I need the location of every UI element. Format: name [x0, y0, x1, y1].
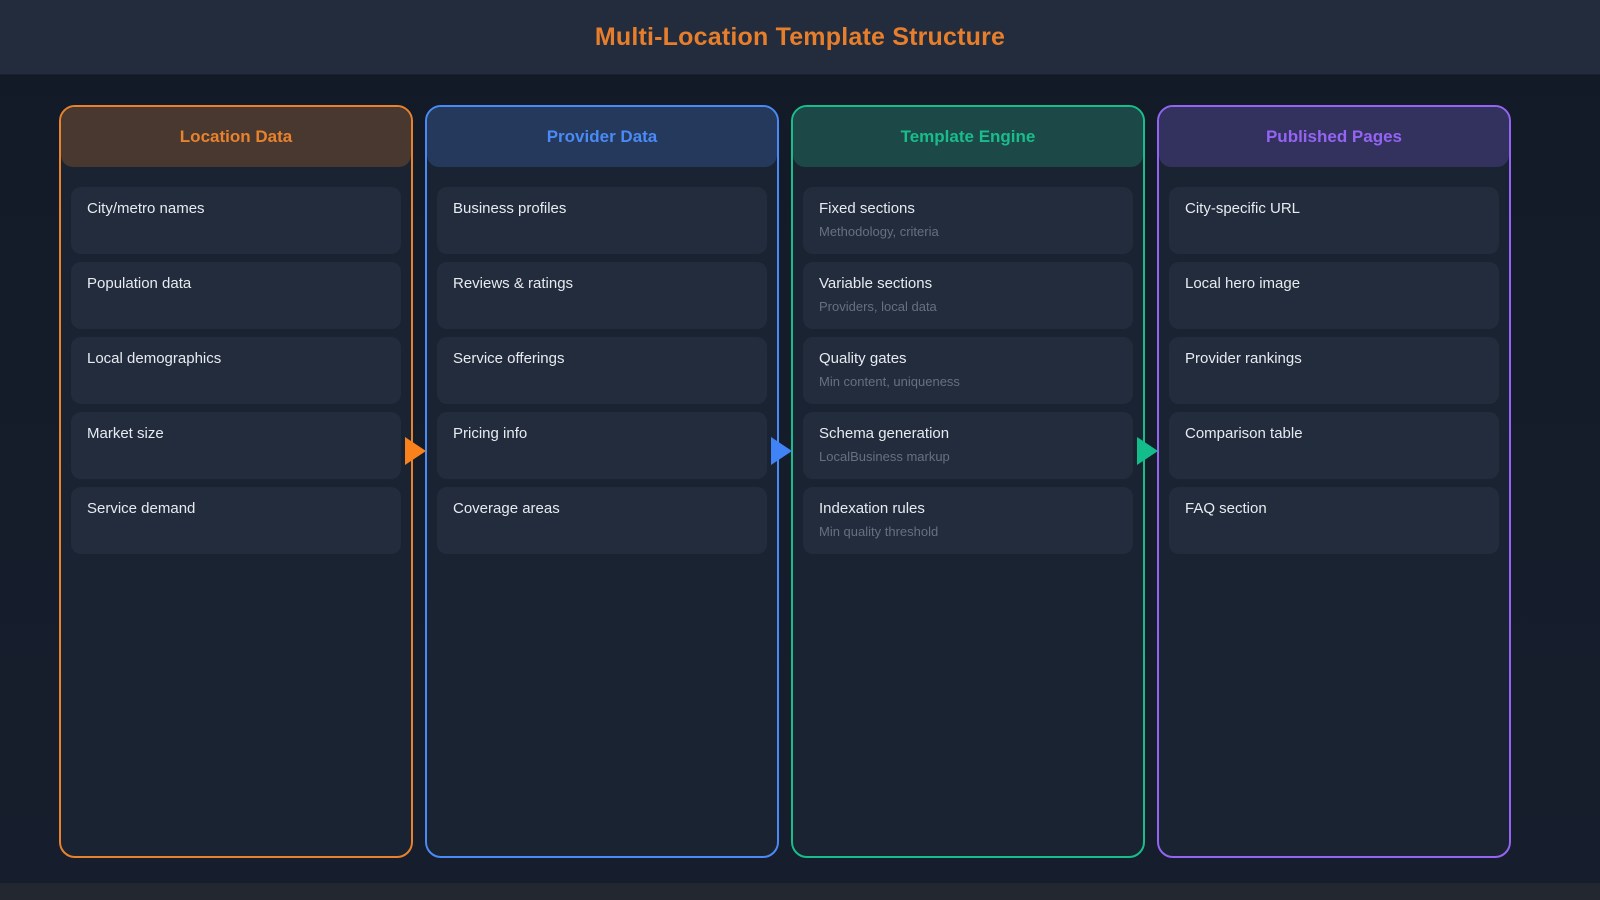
item-card: Schema generation LocalBusiness markup	[803, 412, 1133, 479]
item-label: City/metro names	[87, 200, 205, 217]
item-label: Schema generation	[819, 425, 950, 442]
column-header-provider-data: Provider Data	[427, 107, 777, 167]
column-items-provider-data: Business profiles Reviews & ratings Serv…	[427, 167, 777, 554]
item-card: Reviews & ratings	[437, 262, 767, 329]
item-card: City/metro names	[71, 187, 401, 254]
item-label: Service offerings	[453, 350, 565, 367]
column-header-published-pages: Published Pages	[1159, 107, 1509, 167]
column-template-engine: Template Engine Fixed sections Methodolo…	[791, 105, 1145, 858]
column-items-location-data: City/metro names Population data Local d…	[61, 167, 411, 554]
item-card: Quality gates Min content, uniqueness	[803, 337, 1133, 404]
column-published-pages: Published Pages City-specific URL Local …	[1157, 105, 1511, 858]
item-label: Comparison table	[1185, 425, 1303, 442]
item-card: FAQ section	[1169, 487, 1499, 554]
item-card: Service demand	[71, 487, 401, 554]
arrow-right-icon	[771, 437, 792, 465]
item-card: Market size	[71, 412, 401, 479]
item-card: Coverage areas	[437, 487, 767, 554]
arrow-right-icon	[1137, 437, 1158, 465]
item-card: Business profiles	[437, 187, 767, 254]
item-card: Fixed sections Methodology, criteria	[803, 187, 1133, 254]
column-items-published-pages: City-specific URL Local hero image Provi…	[1159, 167, 1509, 554]
column-header-template-engine: Template Engine	[793, 107, 1143, 167]
item-label: FAQ section	[1185, 500, 1267, 517]
diagram-canvas: Location Data City/metro names Populatio…	[0, 75, 1600, 882]
item-sublabel: Methodology, criteria	[819, 224, 939, 239]
arrow-right-icon	[405, 437, 426, 465]
column-provider-data: Provider Data Business profiles Reviews …	[425, 105, 779, 858]
item-card: Service offerings	[437, 337, 767, 404]
column-title-location-data: Location Data	[179, 127, 293, 146]
item-card: Population data	[71, 262, 401, 329]
item-sublabel: Min quality threshold	[819, 524, 939, 539]
column-title-published-pages: Published Pages	[1265, 127, 1403, 146]
column-title-provider-data: Provider Data	[546, 127, 658, 146]
item-card: Local hero image	[1169, 262, 1499, 329]
item-label: Population data	[87, 275, 192, 292]
column-items-template-engine: Fixed sections Methodology, criteria Var…	[793, 167, 1143, 554]
item-card: Variable sections Providers, local data	[803, 262, 1133, 329]
item-card: Comparison table	[1169, 412, 1499, 479]
item-label: Local demographics	[87, 350, 222, 367]
column-title-template-engine: Template Engine	[900, 127, 1036, 146]
item-label: Pricing info	[453, 425, 528, 442]
item-label: City-specific URL	[1185, 200, 1301, 217]
item-label: Service demand	[87, 500, 196, 517]
item-sublabel: LocalBusiness markup	[819, 449, 950, 464]
item-card: Local demographics	[71, 337, 401, 404]
column-location-data: Location Data City/metro names Populatio…	[59, 105, 413, 858]
bottom-strip	[0, 883, 1600, 900]
item-card: Indexation rules Min quality threshold	[803, 487, 1133, 554]
item-card: Provider rankings	[1169, 337, 1499, 404]
item-label: Business profiles	[453, 200, 567, 217]
column-header-location-data: Location Data	[61, 107, 411, 167]
item-card: City-specific URL	[1169, 187, 1499, 254]
item-label: Market size	[87, 425, 164, 442]
item-label: Reviews & ratings	[453, 275, 574, 292]
item-label: Quality gates	[819, 350, 907, 367]
page-title: Multi-Location Template Structure	[594, 22, 1006, 51]
item-card: Pricing info	[437, 412, 767, 479]
item-label: Variable sections	[819, 275, 933, 292]
item-label: Indexation rules	[819, 500, 925, 517]
item-sublabel: Min content, uniqueness	[819, 374, 960, 389]
title-bar: Multi-Location Template Structure	[0, 0, 1600, 75]
item-label: Provider rankings	[1185, 350, 1302, 367]
item-label: Coverage areas	[453, 500, 560, 517]
item-sublabel: Providers, local data	[819, 299, 937, 314]
item-label: Local hero image	[1185, 275, 1301, 292]
columns-row: Location Data City/metro names Populatio…	[0, 75, 1600, 858]
item-label: Fixed sections	[819, 200, 915, 217]
